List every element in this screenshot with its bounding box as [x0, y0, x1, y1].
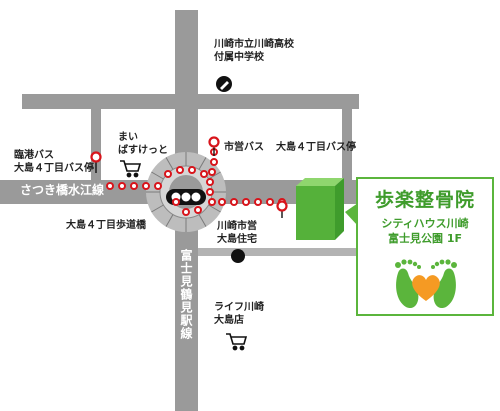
- bus-stop-icon: [208, 136, 220, 156]
- rinko-bus-label: 臨港バス 大島４丁目バス停: [14, 150, 94, 174]
- vertical-road-label: 富士見鶴見駅線: [179, 249, 193, 340]
- right-connector-road: [342, 109, 352, 181]
- footprint-heart-logo: [395, 259, 457, 309]
- clinic-address: シティハウス川崎 富士見公園 1F: [381, 217, 469, 245]
- pencil-circle-icon: [216, 76, 232, 92]
- horizontal-road-label: さつき橋水江線: [20, 183, 105, 197]
- clinic-callout: 歩楽整骨院 シティハウス川崎 富士見公園 1F: [356, 177, 494, 316]
- traffic-light-icon: [166, 189, 206, 205]
- shiei-bus-label: 市営バス: [224, 142, 264, 153]
- clinic-name: 歩楽整骨院: [374, 189, 475, 211]
- route-dots: [106, 148, 286, 216]
- clinic-building: [296, 178, 344, 240]
- cart-icon: [120, 160, 142, 178]
- callout-pointer: [345, 203, 358, 226]
- left-connector-road: [91, 109, 101, 181]
- housing-label: 川崎市営 大島住宅: [217, 221, 257, 245]
- bus-stop-icon: [276, 200, 288, 218]
- school-label: 川崎市立川崎高校 付属中学校: [214, 39, 294, 63]
- life-label: ライフ川崎 大島店: [214, 302, 264, 326]
- ring-ticks: [146, 152, 226, 232]
- mai-basket-label: まい ばすけっと: [118, 132, 168, 156]
- black-dot-icon: [231, 249, 245, 263]
- footbridge-label: 大島４丁目歩道橋: [66, 220, 146, 231]
- cart-icon: [226, 333, 248, 351]
- lower-street: [198, 248, 356, 256]
- upper-horizontal-road: [22, 94, 359, 109]
- oshima-bus-label: 大島４丁目バス停: [276, 142, 356, 153]
- bus-stop-icon: [90, 151, 102, 173]
